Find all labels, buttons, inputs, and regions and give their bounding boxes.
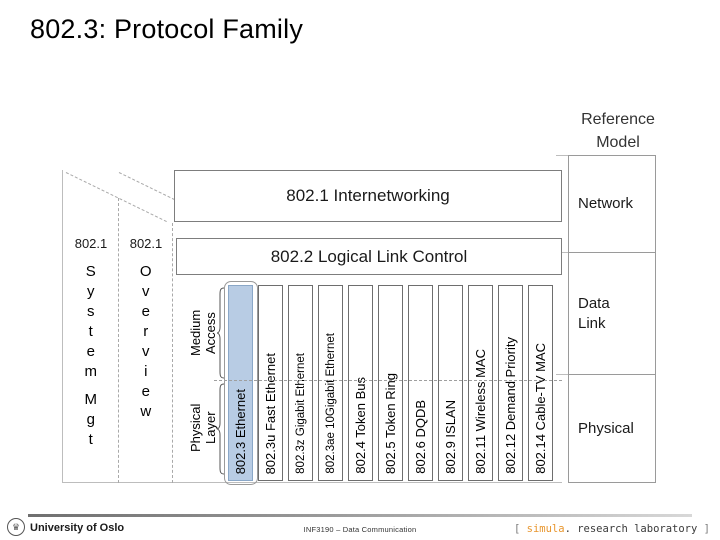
reference-model-heading-line2: Model bbox=[596, 134, 640, 151]
protocol-column-label: 802.6 DQDB bbox=[413, 400, 428, 474]
protocol-column-label: 802.4 Token Bus bbox=[353, 377, 368, 474]
mgmt-column-overview: 802.1 O v e r v i e w bbox=[119, 170, 173, 483]
brace-physical-layer-icon bbox=[216, 383, 225, 475]
mgmt-stack-letter: v bbox=[142, 283, 150, 300]
reference-layer-physical: Physical bbox=[578, 419, 634, 437]
mgmt-column-system-mgt: 802.1 S y s t e m M g t bbox=[64, 170, 118, 483]
mgmt-stack-letter: y bbox=[87, 283, 95, 300]
protocol-column[interactable]: 802.3u Fast Ethernet bbox=[258, 285, 283, 481]
protocol-column-label: 802.9 ISLAN bbox=[443, 400, 458, 474]
reference-model-heading: Reference Model bbox=[563, 108, 673, 154]
box-802-2-logical-link-control[interactable]: 802.2 Logical Link Control bbox=[176, 238, 562, 275]
reference-model-box: Network Data Link Physical bbox=[568, 155, 656, 483]
diagram-frame bbox=[62, 170, 562, 483]
simula-rest: . research laboratory bbox=[564, 523, 698, 535]
protocol-column[interactable]: 802.4 Token Bus bbox=[348, 285, 373, 481]
protocol-column-label: 802.14 Cable-TV MAC bbox=[533, 343, 548, 474]
dash-separator-mid bbox=[118, 198, 119, 483]
footer-course: INF3190 – Data Communication bbox=[303, 525, 417, 534]
mgmt-stack-letter: M bbox=[84, 391, 98, 408]
protocol-column-label: 802.5 Token Ring bbox=[383, 373, 398, 474]
mgmt-stack-letter: e bbox=[86, 343, 96, 360]
simula-bracket-open: [ bbox=[513, 523, 521, 535]
protocol-column[interactable]: 802.9 ISLAN bbox=[438, 285, 463, 481]
simula-brand: simula bbox=[526, 523, 565, 535]
footer-divider bbox=[28, 514, 692, 517]
page-title: 802.3: Protocol Family bbox=[30, 14, 304, 44]
simula-logo: [ simula. research laboratory ] bbox=[514, 523, 710, 535]
management-panel: 802.1 S y s t e m M g t 802.1 O v e r v … bbox=[62, 170, 175, 483]
mgmt-stack-letter: e bbox=[141, 383, 151, 400]
mac-physical-divider bbox=[214, 380, 562, 381]
reference-layer-data-link: Data Link bbox=[569, 253, 655, 375]
mgmt-column-overview-stack: O v e r v i e w bbox=[119, 262, 173, 422]
reference-tick-network-datalink bbox=[556, 252, 570, 253]
protocol-column[interactable]: 802.5 Token Ring bbox=[378, 285, 403, 481]
protocol-column-label: 802.3z Gigabit Ethernet bbox=[294, 353, 307, 474]
protocol-column-label: 802.3u Fast Ethernet bbox=[263, 352, 278, 474]
mgmt-column-system-mgt-stack: S y s t e m M g t bbox=[64, 262, 118, 450]
box-802-1-internetworking[interactable]: 802.1 Internetworking bbox=[174, 170, 562, 222]
sublayer-label-physical-layer: Physical Layer bbox=[188, 403, 218, 453]
mgmt-stack-letter: O bbox=[139, 263, 153, 280]
reference-model-heading-line1: Reference bbox=[581, 111, 655, 128]
mgmt-column-system-mgt-number: 802.1 bbox=[74, 236, 108, 251]
protocol-column[interactable]: 802.3z Gigabit Ethernet bbox=[288, 285, 313, 481]
brace-medium-access-icon bbox=[216, 287, 225, 379]
protocol-column[interactable]: 802.6 DQDB bbox=[408, 285, 433, 481]
reference-layer-network: Network bbox=[569, 156, 655, 253]
mgmt-column-overview-number: 802.1 bbox=[129, 236, 163, 251]
mgmt-stack-letter: t bbox=[88, 431, 94, 448]
mgmt-stack-letter: v bbox=[142, 343, 150, 360]
sublayer-label-medium-access: Medium Access bbox=[188, 309, 218, 357]
reference-tick-top bbox=[556, 155, 570, 156]
mgmt-stack-gap bbox=[64, 382, 118, 390]
footer-institution: University of Oslo bbox=[30, 522, 125, 534]
mgmt-stack-letter: w bbox=[140, 403, 152, 420]
protocol-column[interactable]: 802.3ae 10Gigabit Ethernet bbox=[318, 285, 343, 481]
protocol-column[interactable]: 802.14 Cable-TV MAC bbox=[528, 285, 553, 481]
mgmt-stack-letter: m bbox=[84, 363, 98, 380]
mgmt-stack-letter: r bbox=[143, 323, 149, 340]
protocol-column[interactable]: 802.3 Ethernet bbox=[228, 285, 253, 481]
mgmt-stack-letter: s bbox=[87, 303, 95, 320]
protocol-column-row: 802.3 Ethernet 802.3u Fast Ethernet 802.3z… bbox=[228, 285, 553, 481]
protocol-column-label: 802.3ae 10Gigabit Ethernet bbox=[324, 333, 337, 474]
protocol-column[interactable]: 802.11 Wireless MAC bbox=[468, 285, 493, 481]
mgmt-stack-letter: e bbox=[141, 303, 151, 320]
reference-tick-datalink-physical bbox=[556, 374, 570, 375]
mgmt-stack-letter: t bbox=[88, 323, 94, 340]
mgmt-stack-letter: i bbox=[144, 363, 148, 380]
mgmt-stack-letter: g bbox=[86, 411, 96, 428]
protocol-column-label: 802.3 Ethernet bbox=[233, 388, 248, 474]
protocol-column-label: 802.11 Wireless MAC bbox=[473, 349, 488, 474]
simula-bracket-close: ] bbox=[703, 523, 710, 535]
protocol-column[interactable]: 802.12 Demand Priority bbox=[498, 285, 523, 481]
protocol-column-label: 802.12 Demand Priority bbox=[503, 337, 518, 474]
mgmt-stack-letter: S bbox=[85, 263, 97, 280]
dash-separator-right bbox=[172, 223, 173, 483]
university-seal-icon: ♛ bbox=[7, 518, 25, 536]
